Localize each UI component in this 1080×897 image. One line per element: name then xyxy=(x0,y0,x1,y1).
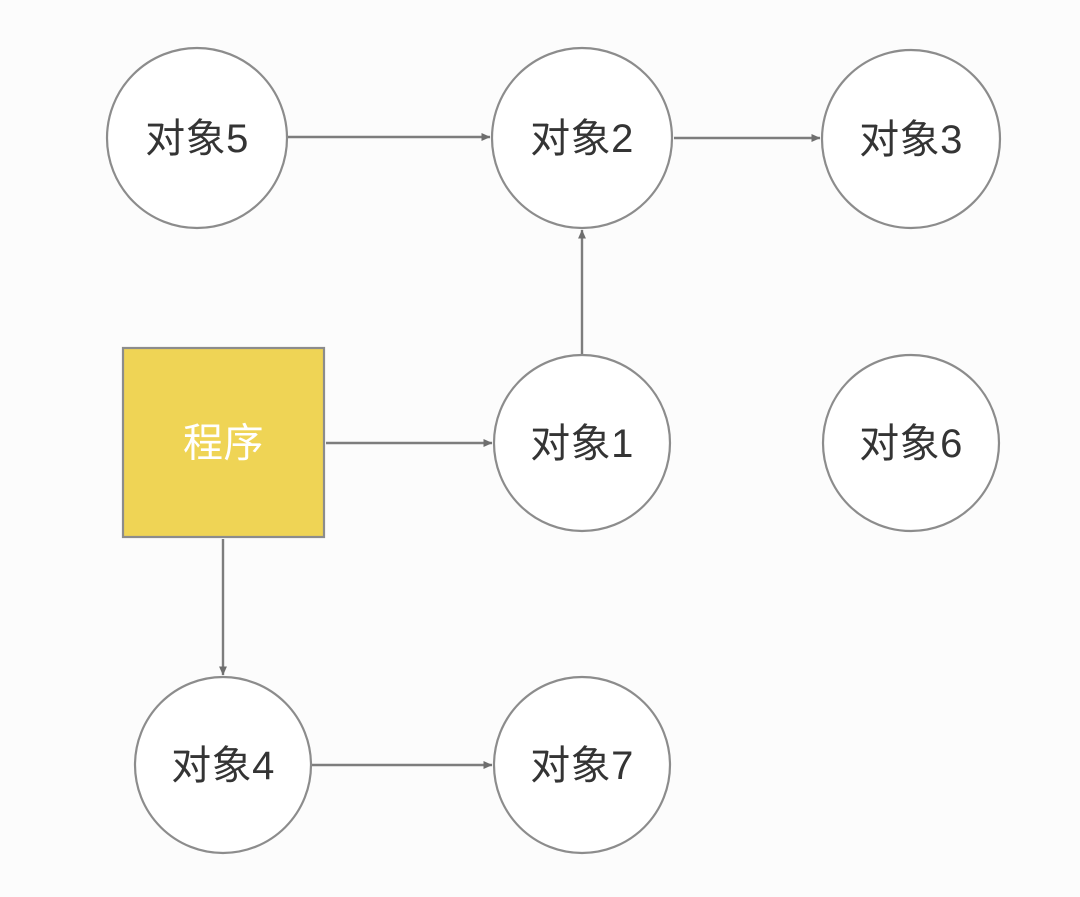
node-shape-circle-obj7 xyxy=(492,675,672,855)
node-label-obj5: 对象5 xyxy=(145,117,249,161)
node-obj3[interactable]: 对象3 xyxy=(820,48,1002,230)
node-obj4[interactable]: 对象4 xyxy=(133,675,313,855)
node-obj5[interactable]: 对象5 xyxy=(105,46,289,230)
node-label-obj1: 对象1 xyxy=(530,422,634,466)
node-shape-circle-obj5 xyxy=(105,46,289,230)
node-shape-circle-obj6 xyxy=(821,353,1001,533)
node-label-obj7: 对象7 xyxy=(530,744,634,788)
node-program[interactable]: 程序 xyxy=(121,346,326,539)
node-label-obj3: 对象3 xyxy=(859,118,963,162)
node-label-obj2: 对象2 xyxy=(530,117,634,161)
node-obj7[interactable]: 对象7 xyxy=(492,675,672,855)
node-layer: 对象5 对象2 对象3 程序 对象1 对象6 对象4 对象7 xyxy=(105,46,1002,855)
edge-layer xyxy=(219,133,821,769)
node-label-obj6: 对象6 xyxy=(859,422,963,466)
node-label-program: 程序 xyxy=(183,422,264,466)
node-shape-rect-program xyxy=(121,346,326,539)
node-shape-circle-obj1 xyxy=(492,353,672,533)
node-shape-circle-obj4 xyxy=(133,675,313,855)
node-obj2[interactable]: 对象2 xyxy=(490,46,674,230)
node-obj6[interactable]: 对象6 xyxy=(821,353,1001,533)
node-label-obj4: 对象4 xyxy=(171,744,275,788)
node-obj1[interactable]: 对象1 xyxy=(492,353,672,533)
node-shape-circle-obj3 xyxy=(820,48,1002,230)
node-shape-circle-obj2 xyxy=(490,46,674,230)
